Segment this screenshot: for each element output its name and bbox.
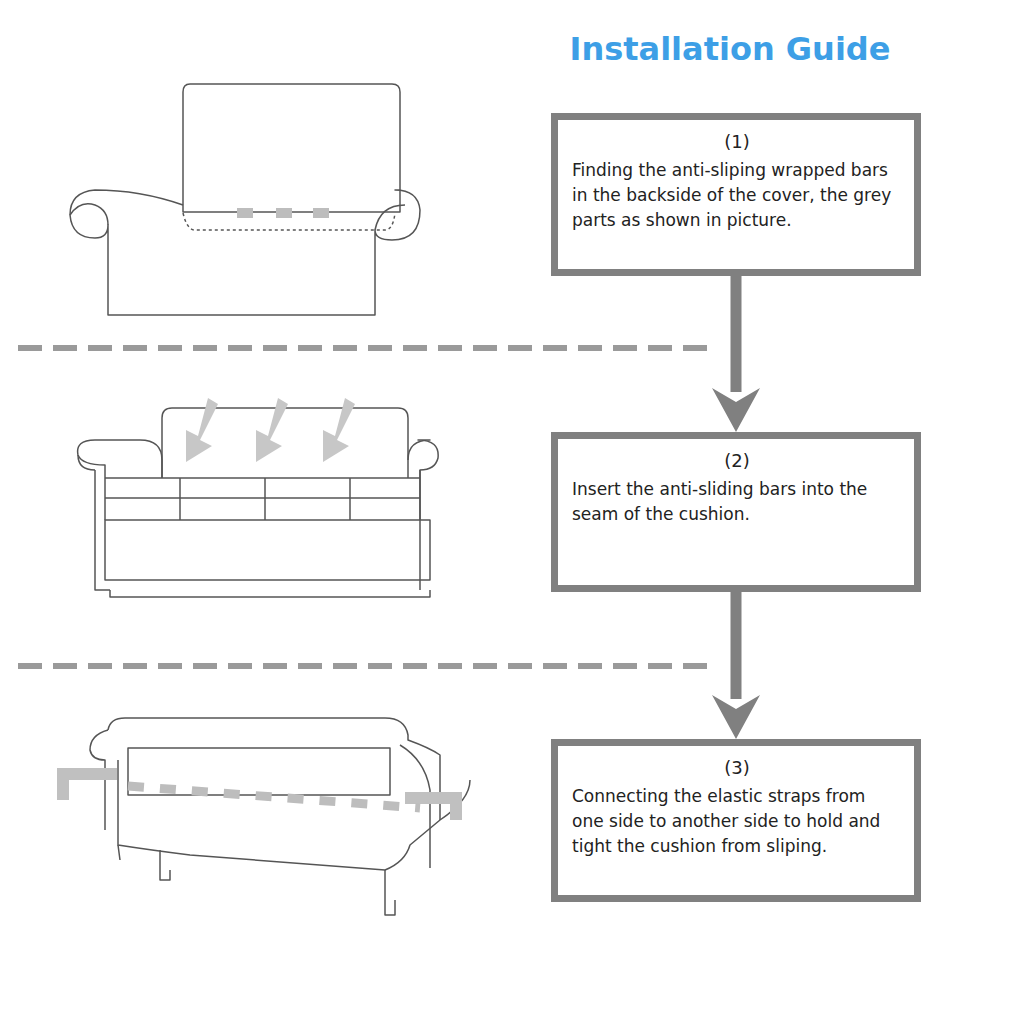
step-box: (1) Finding the anti-sliping wrapped bars… bbox=[551, 113, 921, 276]
step-text: Connecting the elastic straps from one s… bbox=[572, 784, 902, 859]
step-number: (3) bbox=[572, 756, 902, 780]
step-box: (3) Connecting the elastic straps from on… bbox=[551, 739, 921, 902]
step-number: (2) bbox=[572, 449, 902, 473]
step-number: (1) bbox=[572, 130, 902, 154]
flow-arrow bbox=[712, 592, 760, 739]
flow-arrow bbox=[712, 276, 760, 432]
step-text: Insert the anti-sliding bars into the se… bbox=[572, 477, 902, 527]
step-text: Finding the anti-sliping wrapped bars in… bbox=[572, 158, 902, 233]
step-box: (2) Insert the anti-sliding bars into the… bbox=[551, 432, 921, 592]
title: Installation Guide bbox=[560, 30, 900, 68]
